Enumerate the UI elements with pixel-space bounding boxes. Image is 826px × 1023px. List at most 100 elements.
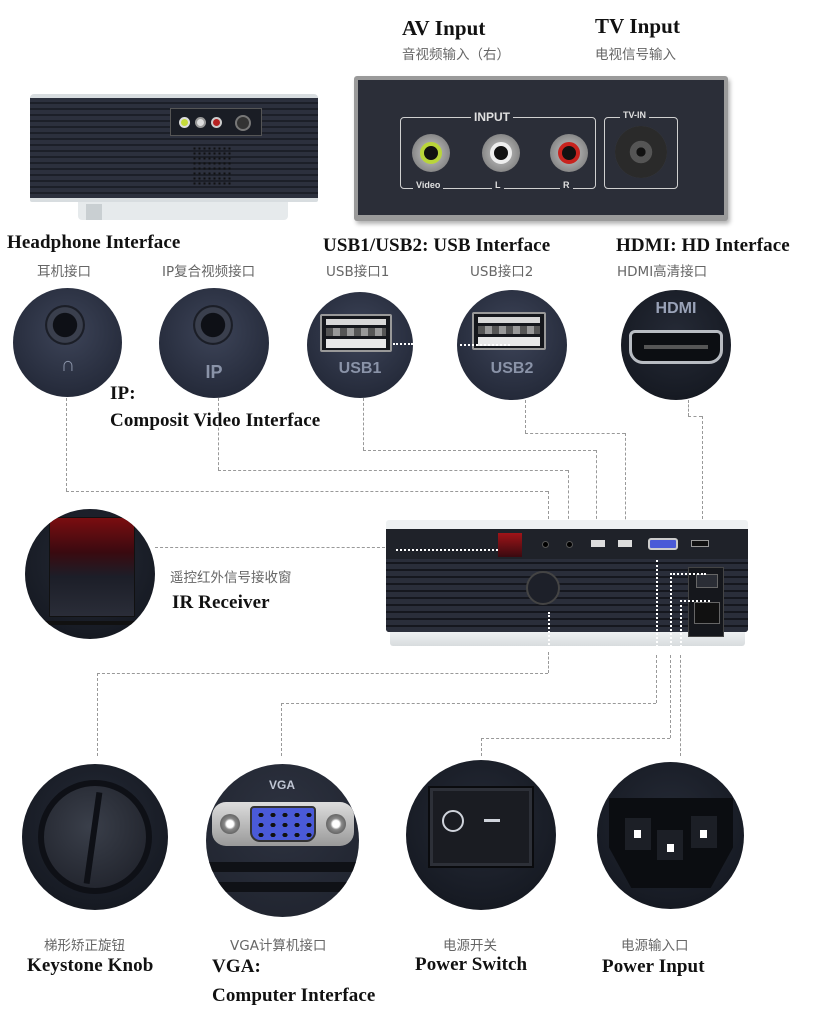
audio-l-jack-ring — [490, 142, 512, 164]
vga-line-v2 — [281, 703, 282, 756]
ir-groove — [25, 621, 155, 625]
headphone-title: Headphone Interface — [7, 232, 181, 253]
ip-title-line1: IP: — [110, 383, 136, 404]
input-group-label: INPUT — [471, 110, 513, 124]
usb2-tongue — [478, 337, 540, 346]
power-on-icon — [484, 819, 500, 822]
projector-back-base — [78, 202, 288, 220]
headphone-port-closeup: ∩ — [13, 288, 122, 397]
ip-line-h — [218, 470, 568, 471]
usb1-subtitle: USB接口1 — [326, 264, 390, 280]
usb2-socket — [472, 312, 546, 350]
usb1-port-label: USB1 — [338, 360, 382, 377]
usb2-dot-line — [460, 344, 510, 346]
knob-line-h — [97, 673, 548, 674]
av-input-title: AV Input — [402, 16, 486, 40]
hdmi-port-label: HDMI — [655, 300, 697, 317]
video-jack — [412, 134, 450, 172]
keystone-title: Keystone Knob — [27, 955, 154, 976]
ir-subtitle: 遥控红外信号接收窗 — [170, 570, 292, 586]
power-pin-ground — [667, 844, 674, 852]
vga-line-v — [656, 655, 657, 703]
knob-line-v — [548, 652, 549, 673]
mini-audio-l-jack — [195, 117, 206, 128]
power-switch-rocker — [428, 786, 534, 868]
usb2-top-contact — [478, 317, 540, 323]
projector-foot — [86, 204, 102, 220]
av-tv-panel-closeup: INPUT Video L R TV-IN — [354, 76, 728, 221]
power-slot-ground — [657, 830, 683, 860]
usb1-line-v2 — [596, 450, 597, 529]
vga-port-closeup: VGA — [206, 764, 359, 917]
power-block-mini — [688, 567, 724, 637]
ip-line-v2 — [568, 470, 569, 529]
usb2-line-v — [525, 400, 526, 433]
power-input-mini — [694, 602, 720, 624]
ip-title-line2: Composit Video Interface — [110, 410, 321, 431]
av-panel-inner: INPUT Video L R TV-IN — [358, 80, 724, 215]
vga-screw-left — [220, 814, 240, 834]
ir-receiver-closeup — [25, 509, 155, 639]
usb2-port-label: USB2 — [490, 360, 534, 377]
usb1-dot-line — [393, 343, 413, 345]
ip-port-closeup: IP — [159, 288, 269, 398]
power-switch-title: Power Switch — [415, 954, 528, 975]
mini-av-panel — [170, 108, 262, 136]
usb2-pins — [478, 326, 540, 334]
usb-title: USB1/USB2: USB Interface — [323, 235, 551, 256]
audio-l-label: L — [492, 180, 504, 190]
knob-line-v2 — [97, 673, 98, 756]
mini-audio-r-jack — [211, 117, 222, 128]
usb2-line-h — [525, 433, 625, 434]
video-jack-label: Video — [413, 180, 444, 190]
input-dot-line-v — [680, 600, 682, 655]
usb1-line-v — [363, 398, 364, 450]
speaker-grille — [192, 146, 232, 186]
vga-line-h — [281, 703, 656, 704]
usb1-socket — [320, 314, 392, 352]
switch-dot-line-h — [670, 573, 706, 575]
usb1-pins — [326, 328, 386, 336]
usb2-mini — [618, 540, 632, 547]
headphone-icon: ∩ — [60, 354, 76, 376]
vga-mini — [648, 538, 678, 550]
headphone-subtitle: 耳机接口 — [37, 264, 91, 280]
power-input-title: Power Input — [602, 956, 705, 977]
audio-r-label: R — [560, 180, 573, 190]
hdmi-subtitle: HDMI高清接口 — [617, 264, 708, 280]
mini-tv-jack — [235, 115, 251, 131]
tv-input-title: TV Input — [595, 14, 681, 38]
power-input-subtitle: 电源输入口 — [621, 938, 689, 954]
ip-port-label: IP — [205, 362, 223, 382]
usb1-tongue — [326, 339, 386, 348]
hdmi-socket — [629, 330, 723, 364]
power-slot-right — [691, 816, 717, 848]
power-pin-right — [700, 830, 707, 838]
hdmi-mini — [691, 540, 709, 547]
tv-in-label: TV-IN — [620, 110, 650, 120]
hdmi-title: HDMI: HD Interface — [616, 235, 790, 256]
vent-slot-2 — [206, 882, 359, 892]
usb2-line-v2 — [625, 433, 626, 529]
tv-input-subtitle: 电视信号输入 — [595, 47, 676, 63]
ir-window — [49, 517, 135, 617]
power-socket-body — [609, 798, 733, 888]
power-pin-left — [634, 830, 641, 838]
input-line-v — [680, 655, 681, 756]
vga-subtitle: VGA计算机接口 — [230, 938, 327, 954]
input-dot-line-h — [680, 600, 710, 602]
power-switch-mini — [696, 574, 718, 588]
hdmi-line-v — [688, 400, 689, 416]
audio-r-jack-ring — [558, 142, 580, 164]
audio-l-jack — [482, 134, 520, 172]
usb1-line-h — [363, 450, 596, 451]
ip-jack — [193, 305, 233, 345]
knob-dot-line — [548, 612, 550, 652]
audio-r-jack — [550, 134, 588, 172]
keystone-subtitle: 梯形矫正旋钮 — [44, 938, 125, 954]
vent-slot-1 — [206, 862, 359, 872]
vga-title-line1: VGA: — [212, 956, 261, 977]
vga-screw-right — [326, 814, 346, 834]
headphone-jack — [45, 305, 85, 345]
headphone-line-h — [66, 491, 548, 492]
